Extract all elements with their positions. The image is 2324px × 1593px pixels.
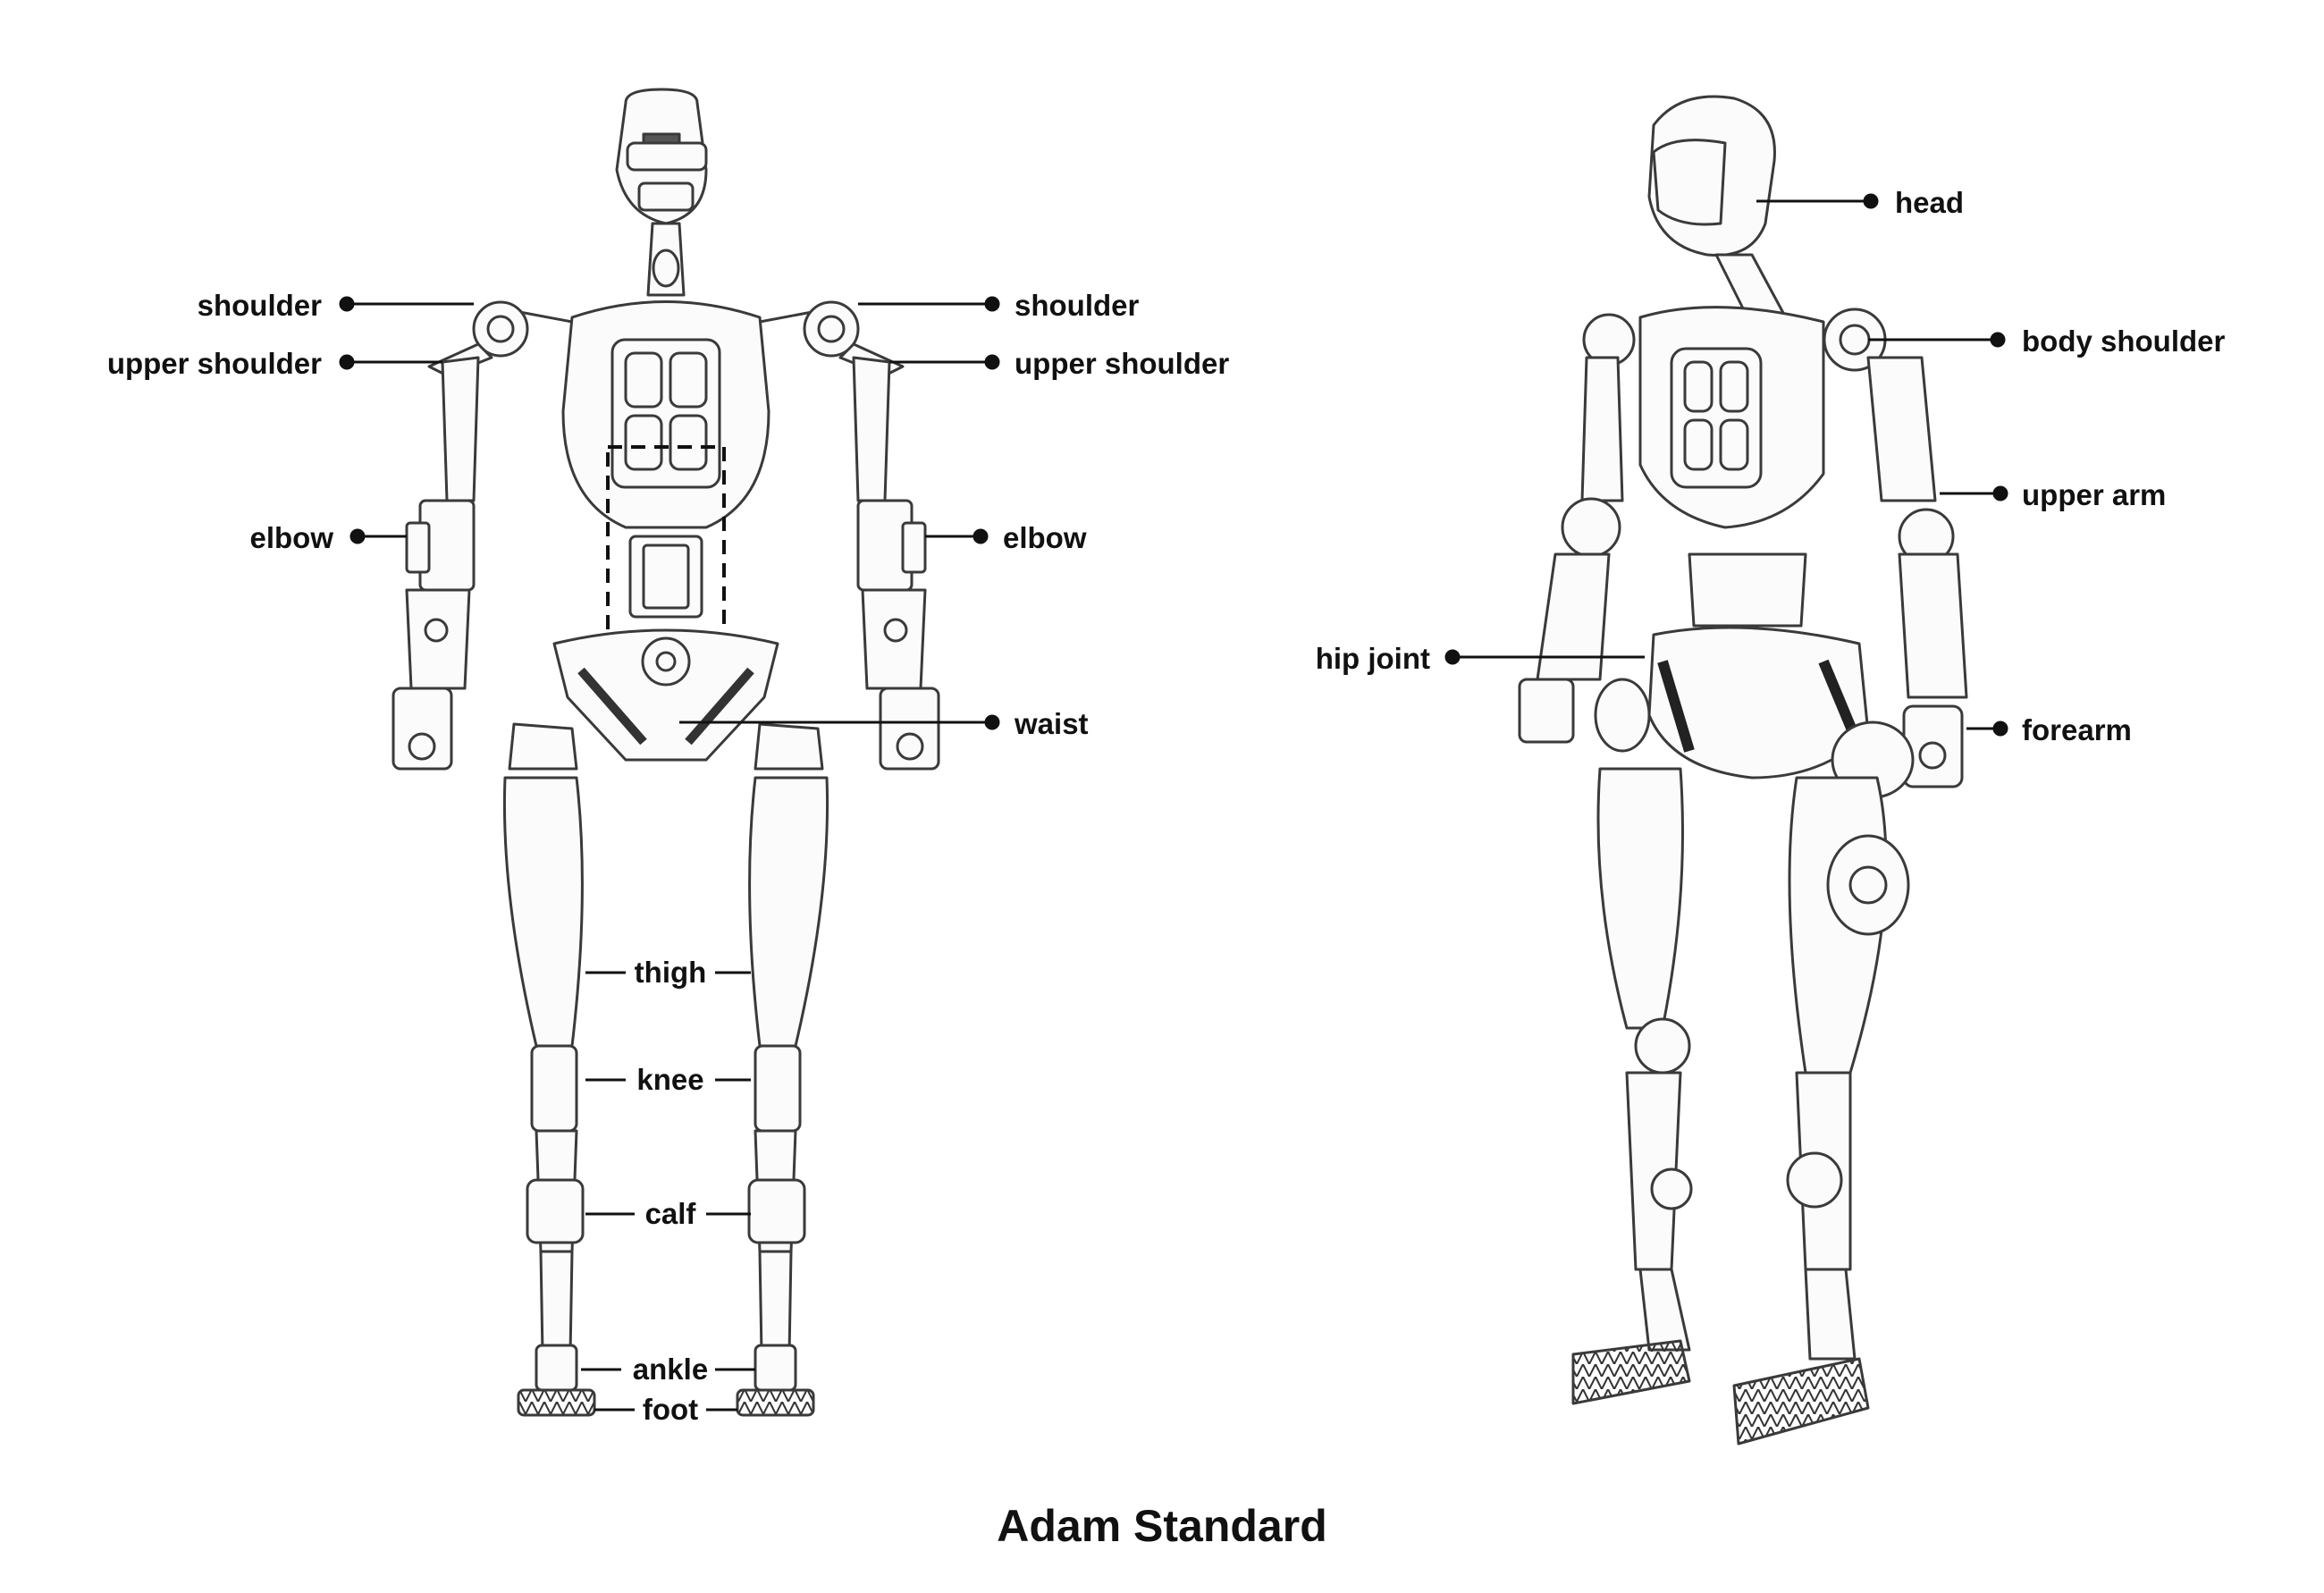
label-elbow-left: elbow	[249, 521, 333, 554]
side-head	[1647, 95, 1785, 319]
label-upper-shoulder-left: upper shoulder	[106, 347, 322, 380]
label-waist: waist	[1015, 707, 1089, 740]
front-waist	[628, 535, 703, 619]
side-left-leg	[1571, 767, 1693, 1405]
front-left-leg	[502, 722, 596, 1417]
label-shoulder-left: shoulder	[197, 289, 322, 322]
side-right-arm	[1823, 308, 1968, 788]
label-calf: calf	[644, 1197, 696, 1230]
front-head	[615, 88, 708, 297]
diagram-title: Adam Standard	[997, 1501, 1327, 1551]
side-view-robot	[1518, 95, 1968, 1446]
front-torso	[500, 300, 832, 529]
label-ankle: ankle	[632, 1353, 709, 1386]
label-upper-shoulder-right: upper shoulder	[1015, 347, 1230, 380]
front-pelvis	[552, 628, 779, 762]
leader-lines	[339, 193, 2008, 1412]
front-view-robot	[392, 88, 940, 1417]
side-pelvis	[1594, 626, 1915, 799]
label-elbow-right: elbow	[1003, 521, 1087, 554]
label-forearm: forearm	[2022, 713, 2132, 746]
label-shoulder-right: shoulder	[1015, 289, 1140, 322]
side-right-leg	[1732, 776, 1910, 1446]
label-foot: foot	[642, 1393, 699, 1426]
label-thigh: thigh	[634, 956, 707, 989]
label-knee: knee	[636, 1063, 704, 1096]
waist-highlight-box	[606, 445, 726, 668]
front-right-leg	[736, 722, 829, 1417]
side-torso	[1638, 306, 1825, 628]
label-upper-arm: upper arm	[2022, 478, 2167, 511]
label-head: head	[1895, 186, 1965, 219]
label-body-shoulder: body shoulder	[2022, 324, 2226, 358]
label-hip-joint: hip joint	[1315, 642, 1430, 675]
front-right-arm	[803, 300, 940, 771]
side-left-arm	[1518, 313, 1636, 744]
front-left-arm	[392, 300, 529, 771]
